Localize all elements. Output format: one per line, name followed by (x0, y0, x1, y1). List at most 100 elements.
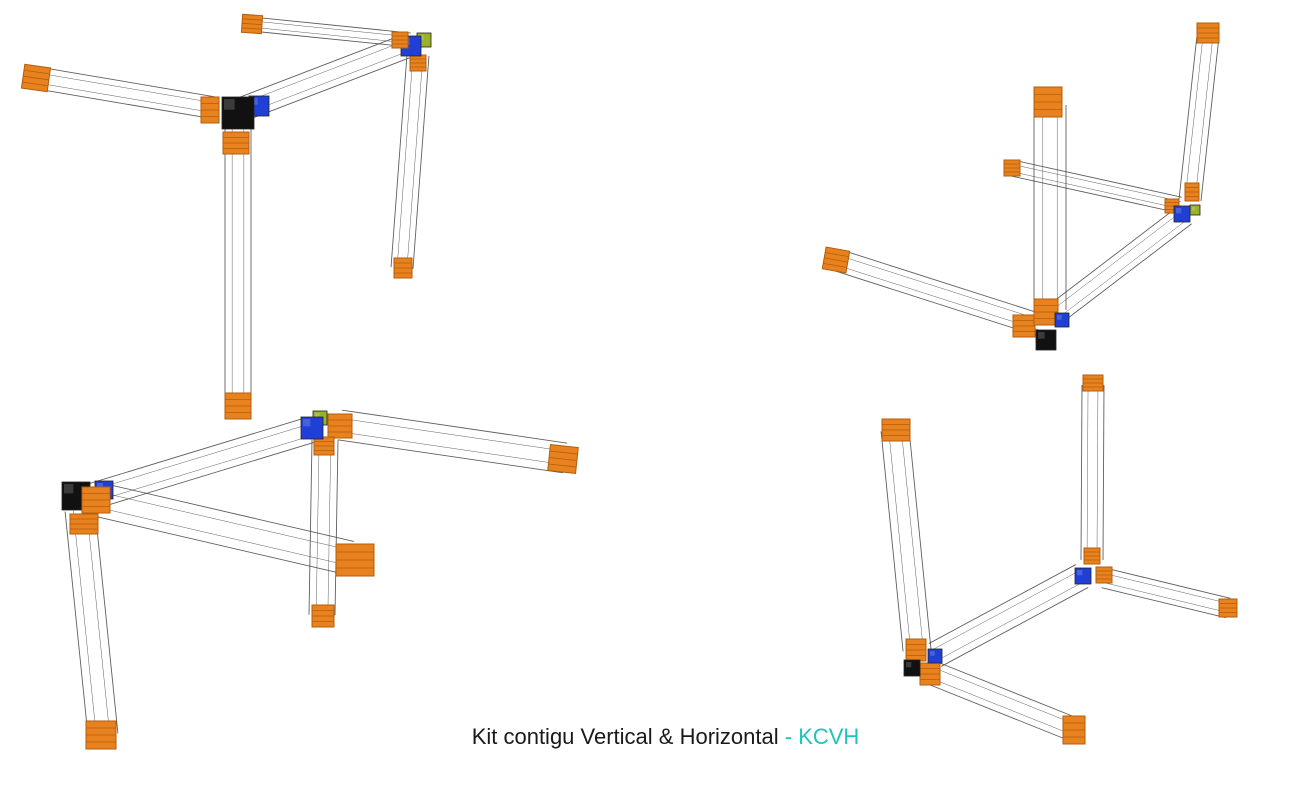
connector-black-face (903, 659, 921, 677)
connector-blue-face (1074, 567, 1092, 585)
tube-edge (334, 440, 339, 616)
tube-edge (86, 509, 110, 735)
end-cap-rib (22, 81, 49, 87)
tube-edge (1101, 587, 1226, 619)
tube-edge (315, 439, 320, 615)
end-cap (393, 257, 413, 279)
connector-green (1189, 204, 1201, 216)
tube (1033, 105, 1067, 310)
connector-black-highlight (224, 99, 235, 110)
tube-edge (908, 428, 932, 649)
tube-edge (36, 88, 214, 120)
end-cap (200, 96, 220, 124)
tube-edge (81, 435, 312, 506)
end-cap (919, 662, 941, 686)
tube-edge (1102, 385, 1105, 561)
tube-edge (925, 682, 1071, 742)
end-cap-rib (549, 457, 577, 461)
connector-blue (1173, 205, 1191, 223)
tube-edge (1194, 36, 1214, 201)
connector-black (1035, 329, 1057, 351)
tube-edge (901, 429, 924, 650)
end-cap (1184, 182, 1200, 202)
tube (1178, 34, 1220, 202)
tube-edge (101, 492, 352, 551)
end-cap-rib (549, 450, 578, 455)
end-cap (881, 418, 911, 442)
end-cap (391, 31, 409, 49)
tube (64, 508, 119, 737)
tube-edge (1106, 567, 1231, 599)
tube-edge (244, 54, 417, 122)
end-cap (1033, 298, 1059, 326)
tube-edge (928, 564, 1077, 644)
tube (1010, 159, 1182, 214)
end-cap (313, 436, 335, 456)
end-cap (69, 513, 99, 535)
connector-blue-face (300, 416, 324, 440)
end-cap-rib (823, 262, 847, 268)
tube-edge (1080, 384, 1083, 560)
tube-edge (1052, 218, 1189, 323)
tube (76, 417, 314, 513)
tube-edge (251, 30, 410, 48)
end-cap (327, 413, 353, 439)
tube (224, 118, 252, 405)
tube-edge (103, 483, 354, 542)
end-cap-rib (242, 18, 263, 21)
tube-edge (342, 409, 568, 444)
caption-code: KCVH (798, 724, 860, 749)
tube-edge (412, 55, 430, 269)
caption-title: Kit contigu Vertical & Horizontal (471, 724, 779, 749)
connector-blue-highlight (1077, 570, 1083, 576)
end-cap (547, 444, 579, 474)
end-cap (335, 543, 375, 577)
end-cap (1033, 86, 1063, 118)
end-cap (1083, 547, 1101, 565)
tube-edge (940, 587, 1089, 667)
end-cap (1003, 159, 1021, 177)
end-cap (311, 604, 335, 628)
tube-edge (1010, 175, 1179, 214)
tube-edge (38, 72, 216, 104)
tube-edge (237, 38, 411, 106)
tube (928, 564, 1089, 667)
end-cap (81, 486, 111, 514)
connector-blue-face (1054, 312, 1070, 328)
tube-edge (327, 440, 332, 616)
tube-edge (833, 270, 1037, 336)
end-cap (409, 54, 427, 72)
tube-edge (406, 55, 424, 269)
connector-blue-highlight (97, 483, 103, 489)
end-cap-rib (548, 463, 577, 468)
end-cap (222, 131, 250, 155)
end-cap (1062, 715, 1086, 745)
end-cap (1095, 566, 1113, 584)
kit-view-bottom-left (61, 409, 579, 750)
tube-edge (340, 418, 567, 452)
tube (925, 660, 1080, 742)
tube-edge (252, 20, 411, 38)
connector-green-highlight (1192, 207, 1196, 211)
connector-black (903, 659, 921, 677)
end-cap (905, 638, 927, 662)
tube-edge (1013, 159, 1182, 198)
tube (1080, 384, 1105, 561)
tube (36, 66, 217, 120)
tube-edge (1096, 385, 1099, 561)
tube-edge (1184, 35, 1204, 200)
tube-edge (94, 508, 119, 734)
tube-edge (337, 439, 563, 474)
connector-green-highlight (315, 413, 320, 418)
tube-edge (1012, 164, 1181, 202)
tube-edge (1104, 573, 1230, 604)
end-cap-rib (825, 252, 849, 258)
tube-edge (888, 430, 911, 651)
tube-edge (98, 507, 349, 566)
tube-edge (1046, 210, 1183, 315)
connector-black-face (1035, 329, 1057, 351)
tube-edge (937, 580, 1085, 661)
connector-blue (300, 416, 324, 440)
tube (251, 16, 411, 48)
connector-blue-highlight (303, 419, 311, 427)
